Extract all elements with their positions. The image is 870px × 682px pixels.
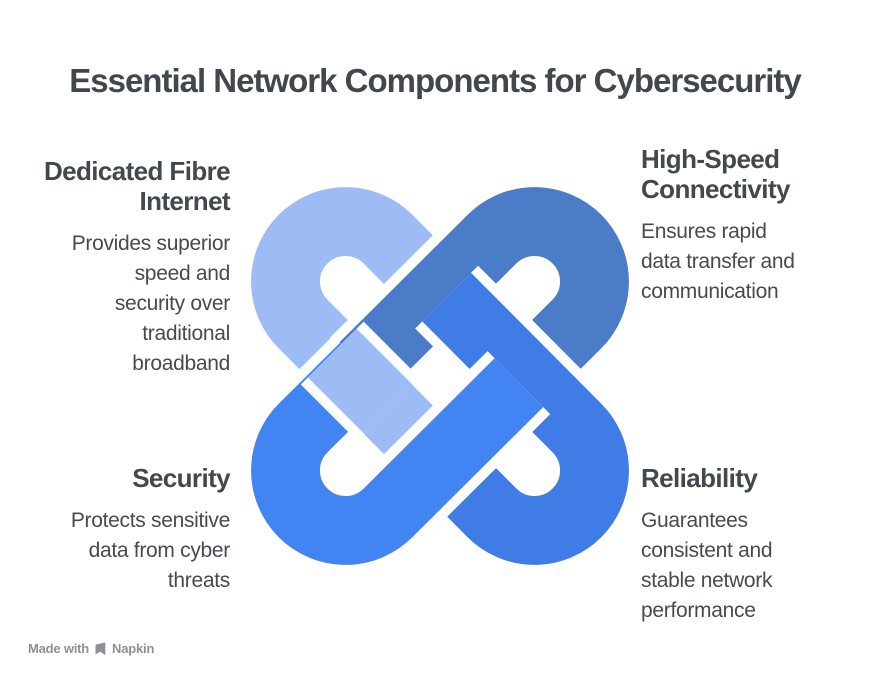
section-heading: Security — [132, 463, 230, 493]
section-heading: Reliability — [641, 463, 758, 493]
section-body: Provides superior speed and security ove… — [71, 232, 231, 375]
section-heading: Dedicated Fibre Internet — [43, 156, 231, 216]
made-with-napkin-watermark[interactable]: Made with Napkin — [28, 641, 154, 656]
section-reliability: Reliability Guarantees consistent and st… — [641, 463, 859, 626]
section-security: Security Protects sensitive data from cy… — [16, 463, 231, 596]
section-high-speed-connectivity: High-Speed Connectivity Ensures rapid da… — [641, 144, 856, 307]
section-body: Ensures rapid data transfer and communic… — [641, 220, 795, 303]
knot-weave-over-patch — [300, 321, 421, 442]
interlocking-knot-icon — [241, 177, 639, 575]
section-body: Protects sensitive data from cyber threa… — [70, 509, 230, 592]
napkin-logo-icon — [95, 641, 106, 655]
section-body: Guarantees consistent and stable network… — [641, 509, 773, 622]
knot-loop-top-right — [329, 177, 639, 417]
section-heading: High-Speed Connectivity — [641, 144, 790, 204]
watermark-brand-label: Napkin — [112, 641, 155, 656]
knot-loop-bottom-left — [241, 335, 551, 575]
knot-graphic — [240, 176, 640, 576]
page-title: Essential Network Components for Cyberse… — [69, 62, 802, 99]
watermark-made-with-label: Made with — [28, 641, 90, 656]
knot-loop-bottom-right — [399, 265, 639, 575]
knot-loop-top-left — [241, 177, 481, 487]
section-dedicated-fibre-internet: Dedicated Fibre Internet Provides superi… — [16, 156, 231, 379]
